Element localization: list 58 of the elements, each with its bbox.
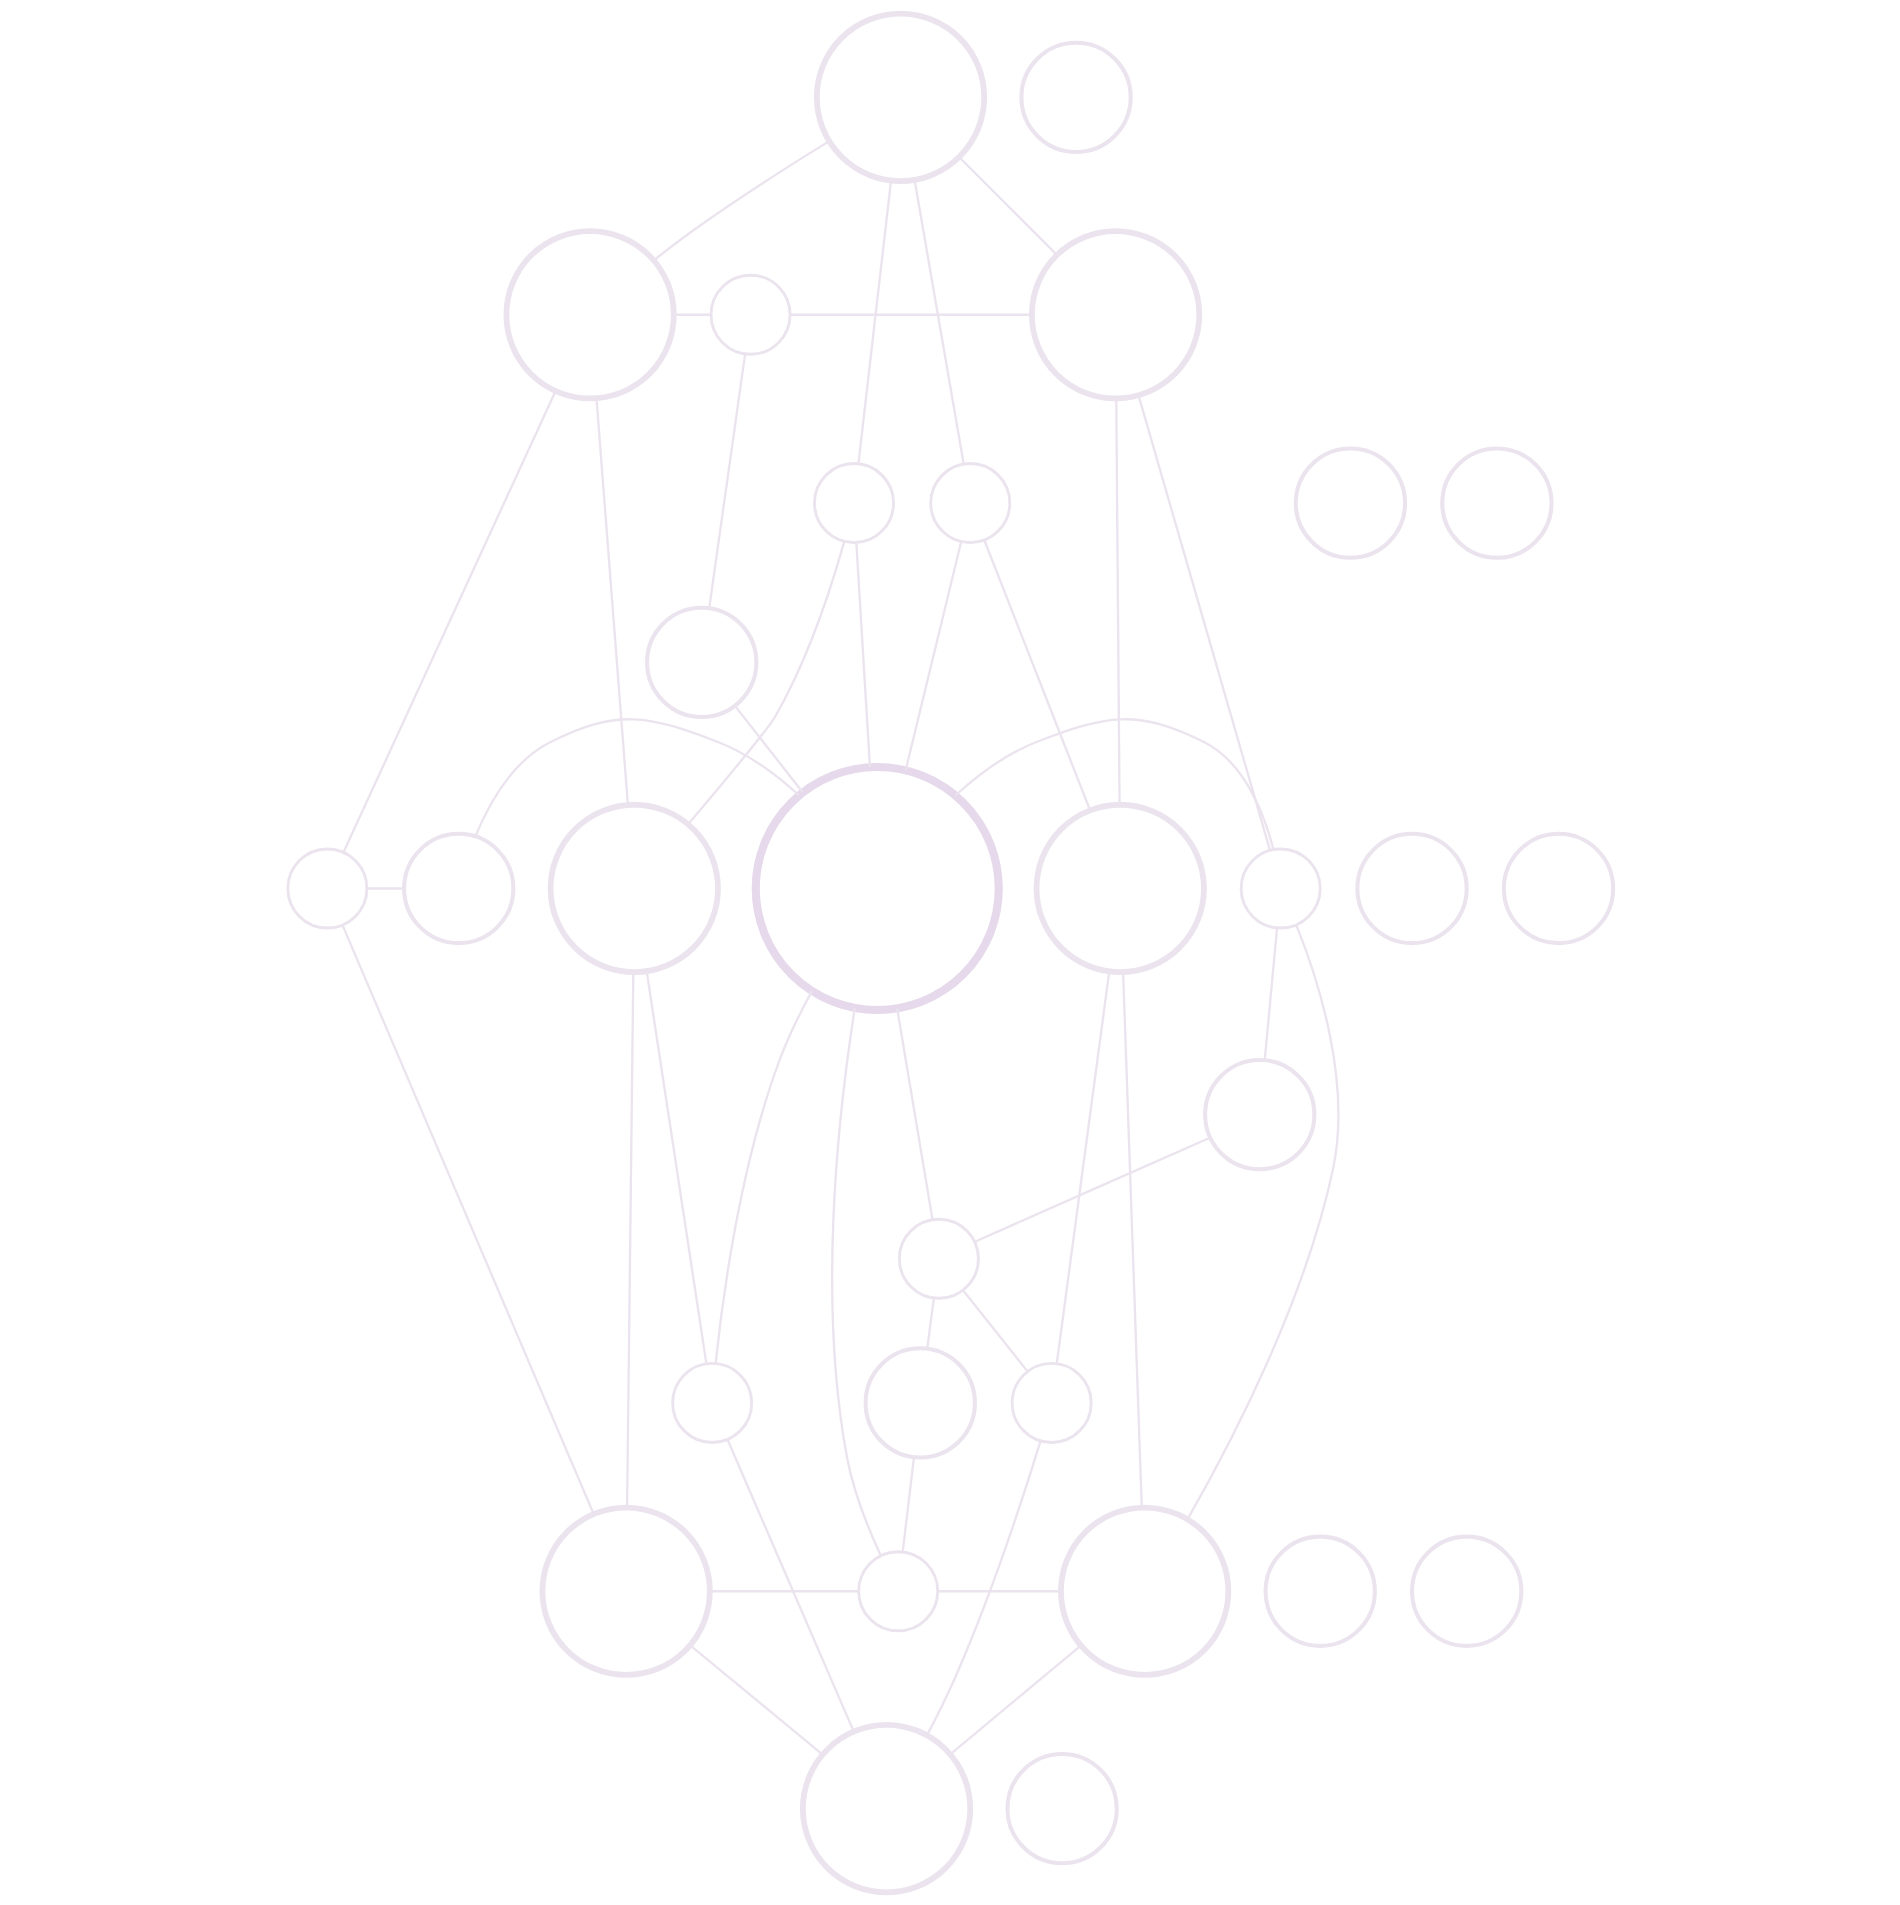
node-circle xyxy=(1033,801,1207,975)
connector xyxy=(1055,971,1110,1364)
node-circle xyxy=(1028,227,1202,401)
connector xyxy=(725,1438,855,1732)
connector xyxy=(954,717,1274,850)
node-circle xyxy=(401,831,515,945)
connector xyxy=(912,179,965,464)
node-circle xyxy=(1202,1057,1316,1171)
node-circle xyxy=(799,1721,973,1895)
node-circle xyxy=(863,1345,977,1460)
node-circle xyxy=(670,1361,753,1444)
connector xyxy=(904,540,962,770)
connector xyxy=(1114,398,1121,804)
node-circle xyxy=(897,1217,980,1300)
connector xyxy=(341,390,557,853)
connector xyxy=(925,1297,935,1349)
node-circle xyxy=(1409,1534,1523,1648)
node-circle xyxy=(856,1549,939,1632)
connector xyxy=(1186,924,1339,1520)
node-circle xyxy=(547,801,721,975)
node-circle xyxy=(1010,1361,1093,1444)
connector xyxy=(341,924,595,1514)
node-circle xyxy=(928,461,1011,544)
connector xyxy=(901,1456,915,1552)
connector xyxy=(652,139,829,261)
connector xyxy=(714,990,813,1363)
connector xyxy=(982,539,1091,811)
node-circle xyxy=(813,10,987,184)
connector xyxy=(957,155,1058,256)
node-circle xyxy=(1439,445,1554,560)
connector xyxy=(854,542,871,767)
connector xyxy=(961,1289,1028,1372)
node-circle xyxy=(644,605,758,719)
connector xyxy=(733,704,803,793)
connector xyxy=(707,353,746,608)
node-circle xyxy=(1018,40,1133,154)
node-circle xyxy=(1057,1504,1231,1678)
connector xyxy=(973,1136,1210,1243)
node-circle xyxy=(1501,831,1615,945)
node-circle xyxy=(1354,831,1469,945)
node-circle xyxy=(539,1504,713,1678)
connector xyxy=(895,1007,934,1220)
node-circle xyxy=(751,762,1003,1014)
connector xyxy=(473,717,800,837)
node-circle xyxy=(1004,1751,1119,1865)
node-circle xyxy=(1293,445,1407,560)
connector xyxy=(949,1644,1082,1755)
node-circle xyxy=(709,273,792,356)
node-circle xyxy=(812,461,895,544)
node-circle xyxy=(503,227,677,401)
connector xyxy=(830,1007,882,1556)
connector xyxy=(925,1440,1042,1736)
connector xyxy=(856,180,892,464)
connector xyxy=(686,540,845,825)
node-circle xyxy=(1263,1534,1377,1648)
connector xyxy=(1263,927,1278,1060)
node-circle xyxy=(1239,847,1322,929)
node-circle xyxy=(285,847,368,929)
